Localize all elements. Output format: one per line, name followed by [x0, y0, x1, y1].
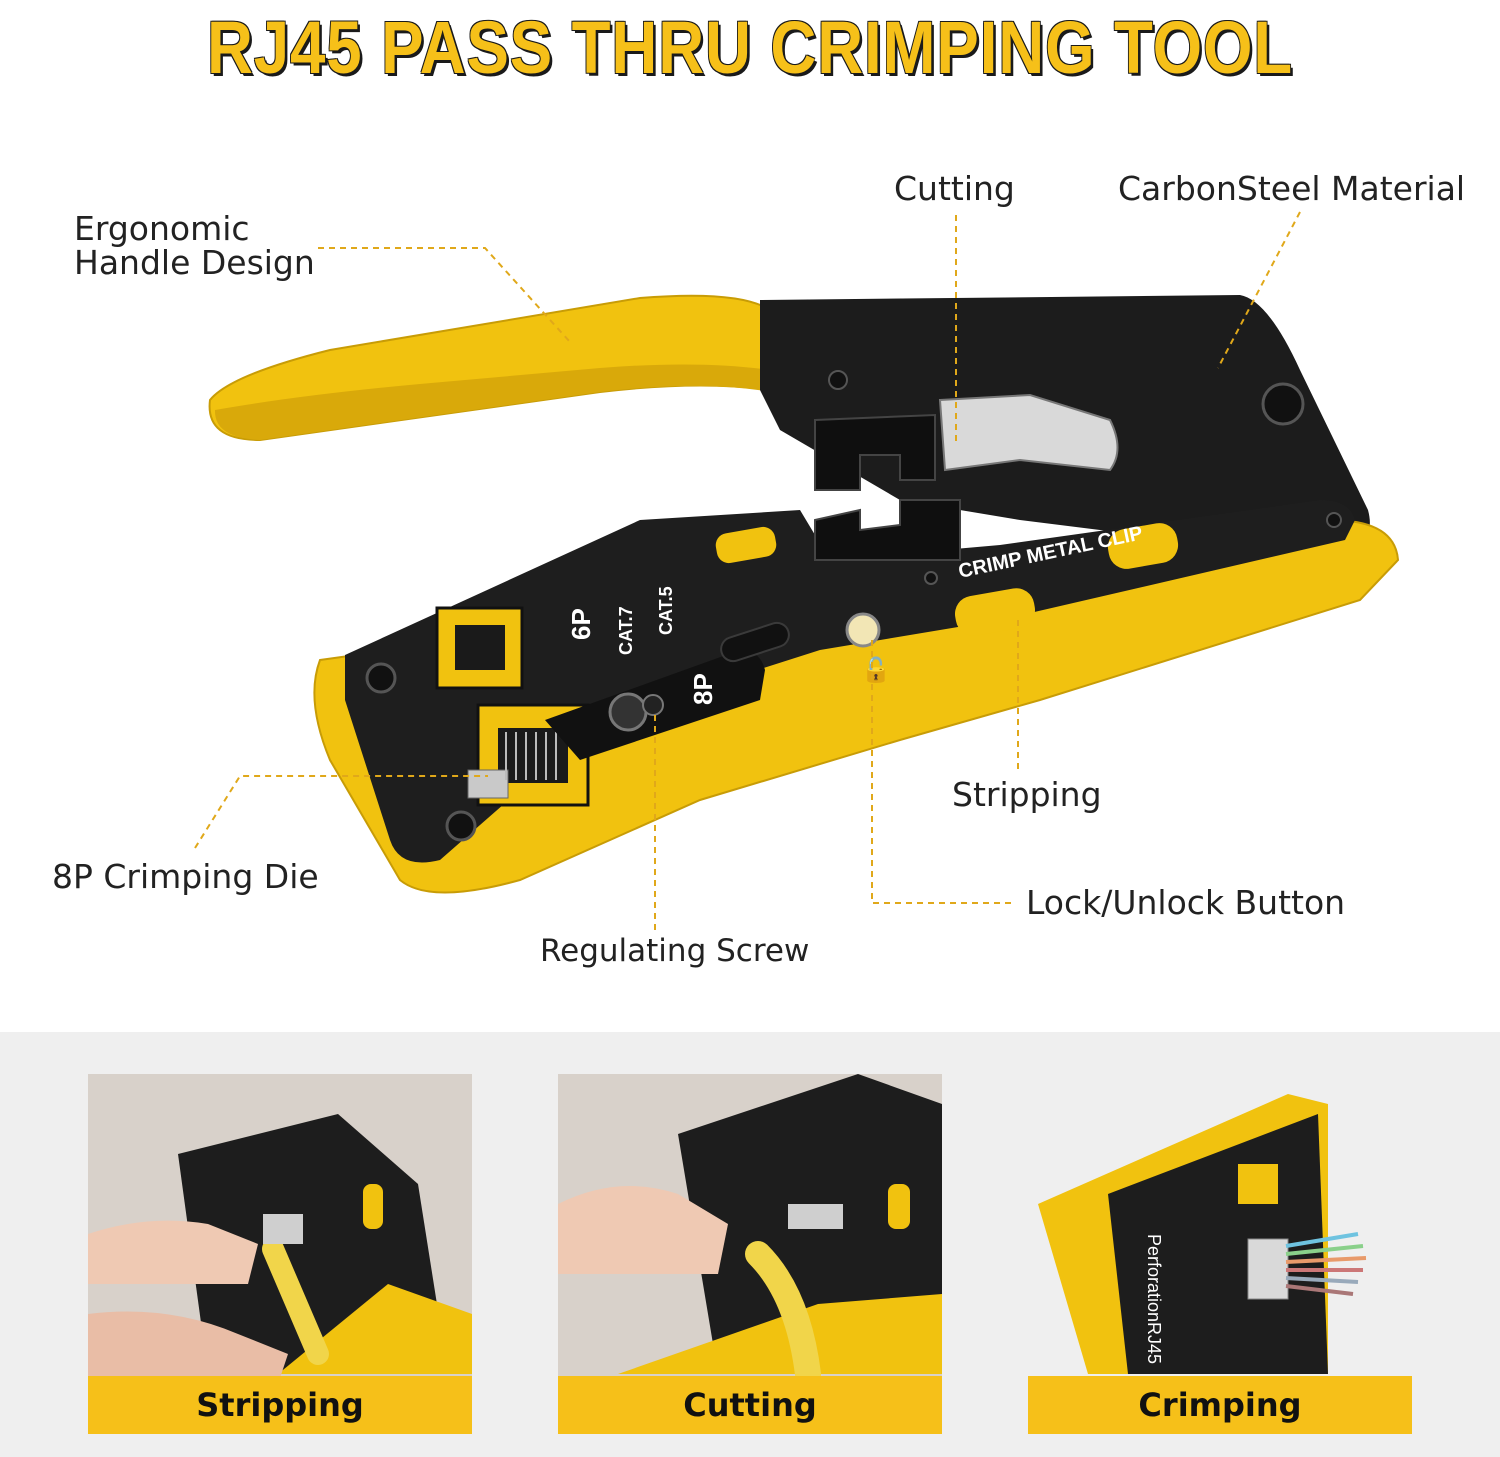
- callout-crimping-die: 8P Crimping Die: [52, 857, 319, 896]
- page-title: RJ45 PASS THRU CRIMPING TOOL: [206, 6, 1294, 89]
- photo-stripping: Stripping: [88, 1074, 472, 1434]
- callout-stripping: Stripping: [952, 775, 1102, 814]
- crimping-tool-illustration: 🔓 CRIMP METAL CLIP 6P CAT.7 CAT.5 8P: [194, 211, 1400, 935]
- cutting-blade: [938, 393, 1119, 472]
- cutting-photo-art: [558, 1074, 942, 1434]
- svg-text:🔓: 🔓: [861, 656, 891, 684]
- stripping-photo-art: [88, 1074, 472, 1434]
- marking-perforation: PerforationRJ45: [1144, 1234, 1164, 1364]
- regulating-screw: [608, 692, 648, 732]
- callout-cutting: Cutting: [894, 169, 1015, 208]
- photo-crimping: PerforationRJ45 Crimping: [1028, 1074, 1412, 1434]
- photo-cutting: Cutting: [558, 1074, 942, 1434]
- callout-lock-button: Lock/Unlock Button: [1026, 883, 1346, 922]
- leader-carbon-steel: [1217, 211, 1301, 369]
- callout-ergonomic-line2: Handle Design: [74, 243, 315, 282]
- callout-regulating-screw: Regulating Screw: [540, 933, 810, 969]
- photo-caption-cutting: Cutting: [558, 1376, 942, 1434]
- callout-carbon-steel: CarbonSteel Material: [1118, 169, 1466, 208]
- marking-6p: 6P: [566, 608, 596, 640]
- jaw-teeth-upper: [814, 413, 936, 491]
- lower-plate: [345, 500, 1355, 863]
- photo-caption-crimping: Crimping: [1028, 1376, 1412, 1434]
- marking-cat5: CAT.5: [656, 586, 676, 635]
- lock-button: [845, 612, 881, 648]
- leader-ergonomic: [318, 247, 571, 343]
- photo-caption-stripping: Stripping: [88, 1376, 472, 1434]
- marking-8p: 8P: [688, 673, 718, 705]
- marking-cat7: CAT.7: [616, 606, 636, 655]
- leader-lock: [871, 640, 1012, 904]
- jaw-teeth-lower: [814, 499, 961, 561]
- crimping-photo-art: PerforationRJ45: [1028, 1074, 1412, 1434]
- callout-ergonomic-line1: Ergonomic: [74, 209, 250, 248]
- handle-grip-shade: [214, 364, 772, 440]
